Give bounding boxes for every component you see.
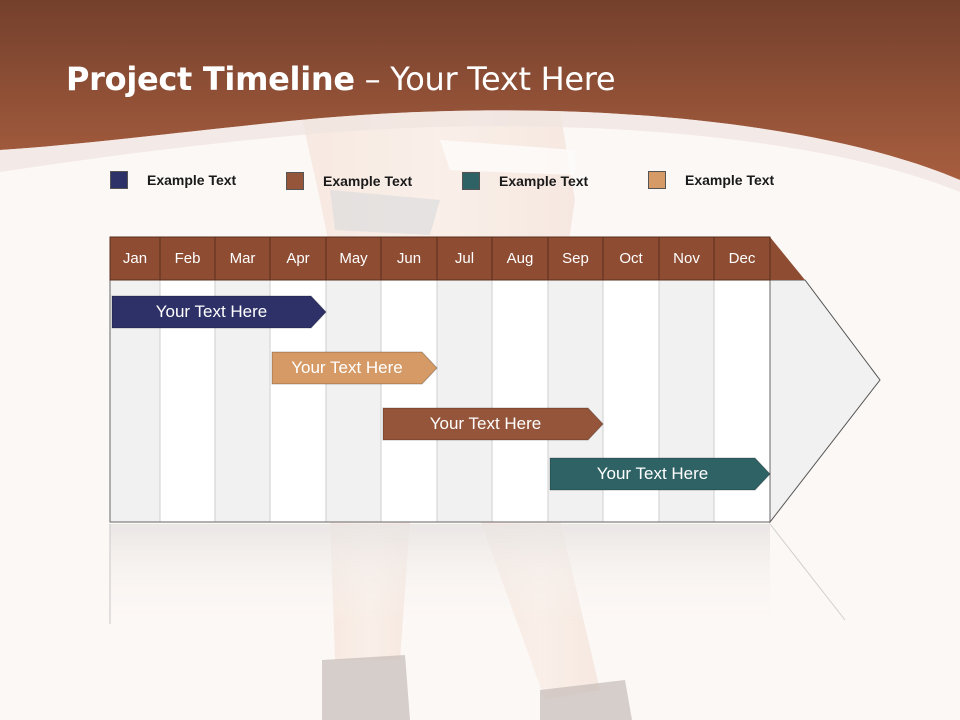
gantt-bars [111, 295, 771, 491]
month-aug: Aug [506, 250, 534, 267]
month-sep: Sep [562, 250, 589, 267]
month-may: May [339, 250, 368, 267]
task-bar [382, 407, 604, 441]
task-bar-label-3: Your Text Here [429, 414, 542, 433]
month-jan: Jan [122, 250, 148, 267]
legend-label: Example Text [685, 172, 775, 188]
month-oct: Oct [619, 250, 643, 267]
legend-swatch [286, 172, 304, 190]
legend-label: Example Text [499, 173, 589, 189]
task-bar [271, 351, 438, 385]
task-bar [111, 295, 327, 329]
page-title: Project Timeline – Your Text Here [66, 60, 616, 98]
month-feb: Feb [174, 250, 201, 267]
header-band [0, 0, 960, 180]
month-apr: Apr [286, 250, 310, 267]
task-bar-label-1: Your Text Here [155, 302, 268, 321]
header-highlight [0, 110, 960, 192]
month-jun: Jun [396, 250, 422, 267]
month-nov: Nov [673, 250, 700, 267]
legend-swatch [648, 171, 666, 189]
legend-label: Example Text [147, 172, 237, 188]
legend-swatch [462, 172, 480, 190]
title-bold: Project Timeline [66, 60, 355, 98]
task-bar-label-4: Your Text Here [596, 464, 709, 483]
timeline-reflection [109, 523, 846, 624]
legend-swatch [110, 171, 128, 189]
task-bar-label-2: Your Text Here [291, 358, 403, 377]
title-rest: – Your Text Here [354, 60, 616, 98]
task-bar [549, 457, 771, 491]
month-mar: Mar [229, 250, 256, 267]
month-dec: Dec [728, 250, 756, 267]
legend-label: Example Text [323, 173, 413, 189]
month-jul: Jul [454, 250, 475, 267]
